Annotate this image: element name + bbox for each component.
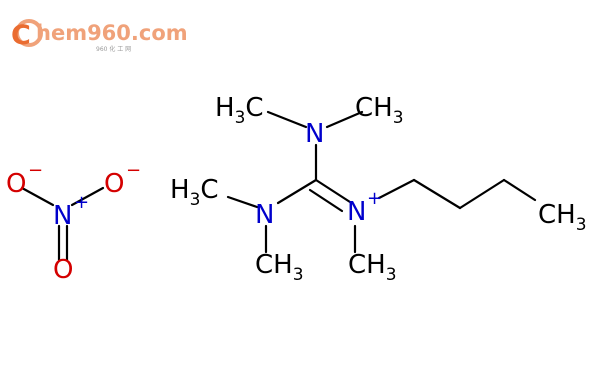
watermark-subtitle: 960 化 工 网 [96, 45, 131, 53]
bond-nleft-me-left [226, 195, 259, 209]
nitrate-anion: O − O − N + O [6, 160, 141, 285]
bond-n-o-left [20, 186, 55, 207]
logo-ring-icon [15, 19, 43, 47]
bond-ntop-me-right [325, 110, 364, 129]
guanidinium-cation: H3C CH3 N H3C N CH3 N + CH3 CH3 [170, 93, 587, 285]
atom-o-bottom: O [53, 255, 73, 285]
charge-o-left: − [28, 160, 43, 181]
label-n-right-methyl: CH3 [348, 250, 397, 285]
atom-n-top: N [305, 119, 324, 149]
label-left-methyl: H3C [170, 175, 219, 210]
charge-o-right: − [126, 160, 141, 181]
atom-n-left: N [255, 200, 274, 230]
atom-n-right: N [347, 197, 366, 227]
bond-butyl-1 [377, 178, 416, 200]
charge-n-nitrate: + [74, 192, 89, 213]
watermark-text: hem960.com [36, 21, 188, 45]
label-top-right-methyl: CH3 [355, 93, 404, 128]
watermark-first-letter: C [11, 20, 31, 51]
bond-ntop-me-left [266, 110, 308, 129]
bond-n-o-right [70, 186, 105, 207]
bond-butyl-2 [412, 178, 462, 210]
bond-c-nleft [276, 178, 318, 205]
watermark-logo: C hem960.com 960 化 工 网 [11, 19, 188, 53]
bond-c-nright-b [308, 188, 344, 213]
bond-butyl-3 [458, 178, 506, 210]
bond-butyl-4 [502, 178, 537, 202]
atom-n-nitrate: N [53, 201, 72, 231]
charge-n-right: + [367, 188, 382, 209]
label-top-left-methyl: H3C [215, 93, 264, 128]
atom-o-left: O [6, 169, 26, 199]
label-butyl-end: CH3 [538, 200, 587, 235]
label-n-left-methyl: CH3 [255, 250, 304, 285]
atom-o-right: O [104, 169, 124, 199]
bond-c-nright-a [314, 178, 352, 204]
